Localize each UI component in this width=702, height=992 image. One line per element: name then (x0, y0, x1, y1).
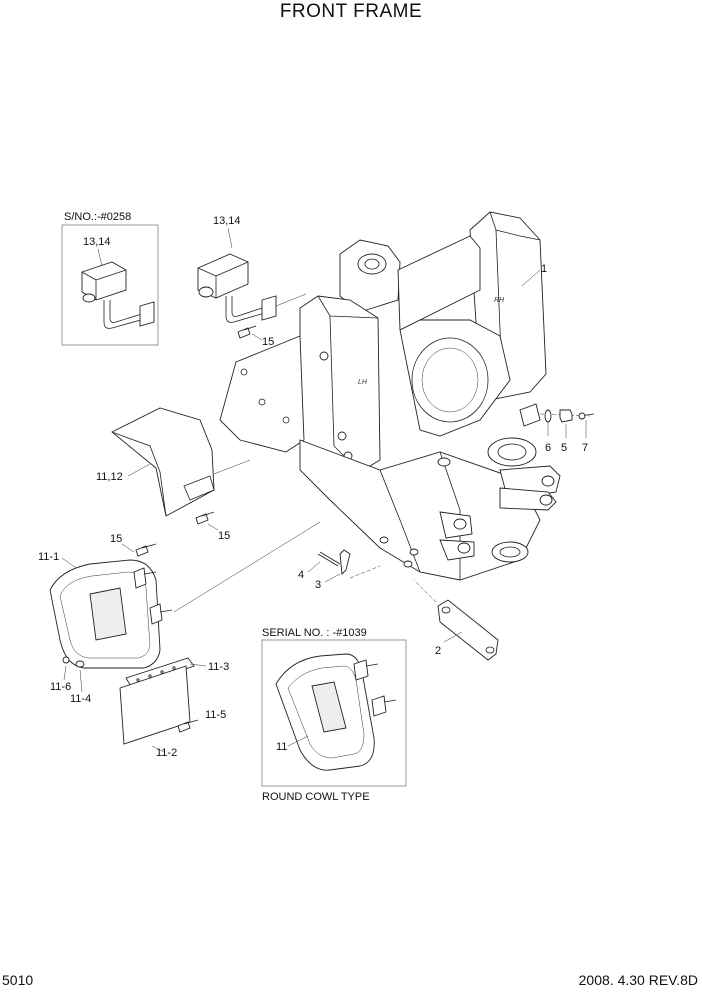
link-bar: 2 (413, 579, 499, 661)
callout-11-2: 11-2 (156, 747, 177, 759)
inset-serial-label: S/NO.:-#0258 (64, 211, 131, 223)
inset-part-label: 13,14 (83, 236, 111, 248)
pin-parts-lower: 4 3 (298, 549, 381, 591)
callout-2: 2 (435, 645, 441, 657)
page-number: 5010 (2, 972, 34, 988)
callout-4: 4 (298, 569, 304, 581)
callout-15-upper: 15 (262, 336, 274, 348)
fender-assembly: 15 11-1 11-6 11-4 11-3 11-5 (38, 521, 321, 759)
frame-mark-rh: RH (494, 297, 505, 304)
callout-1: 1 (541, 263, 547, 275)
callout-11-4: 11-4 (70, 693, 91, 705)
lifting-hook-assembly: 13,14 15 (197, 215, 307, 348)
revision-date: 2008. 4.30 REV.8D (578, 972, 698, 988)
callout-6: 6 (545, 442, 551, 454)
cowl-panel: 11,12 15 (96, 407, 251, 542)
callout-5: 5 (561, 442, 567, 454)
front-frame: RH LH (219, 211, 591, 581)
callout-11-1: 11-1 (38, 551, 59, 563)
inset-serial-header: SERIAL NO. : -#1039 (262, 627, 367, 639)
callout-3: 3 (315, 579, 321, 591)
inset-round-cowl: SERIAL NO. : -#1039 11 ROUND COWL TYPE (261, 627, 407, 803)
inset-part-11: 11 (276, 741, 287, 753)
callout-11-3: 11-3 (208, 661, 229, 673)
callout-15-left: 15 (110, 533, 122, 545)
inset-caption: ROUND COWL TYPE (262, 791, 370, 803)
callout-7: 7 (582, 442, 588, 454)
callout-15-mid: 15 (218, 530, 230, 542)
callout-13-14: 13,14 (213, 215, 241, 227)
page-title: FRONT FRAME (279, 1, 423, 22)
frame-mark-lh: LH (358, 379, 368, 386)
inset-early-serial-hook: S/NO.:-#0258 13,14 (61, 211, 159, 346)
callout-11-6: 11-6 (50, 681, 71, 693)
callout-11-12: 11,12 (96, 471, 123, 483)
callout-11-5: 11-5 (205, 709, 226, 721)
pin-parts: 6 5 7 (544, 409, 595, 454)
